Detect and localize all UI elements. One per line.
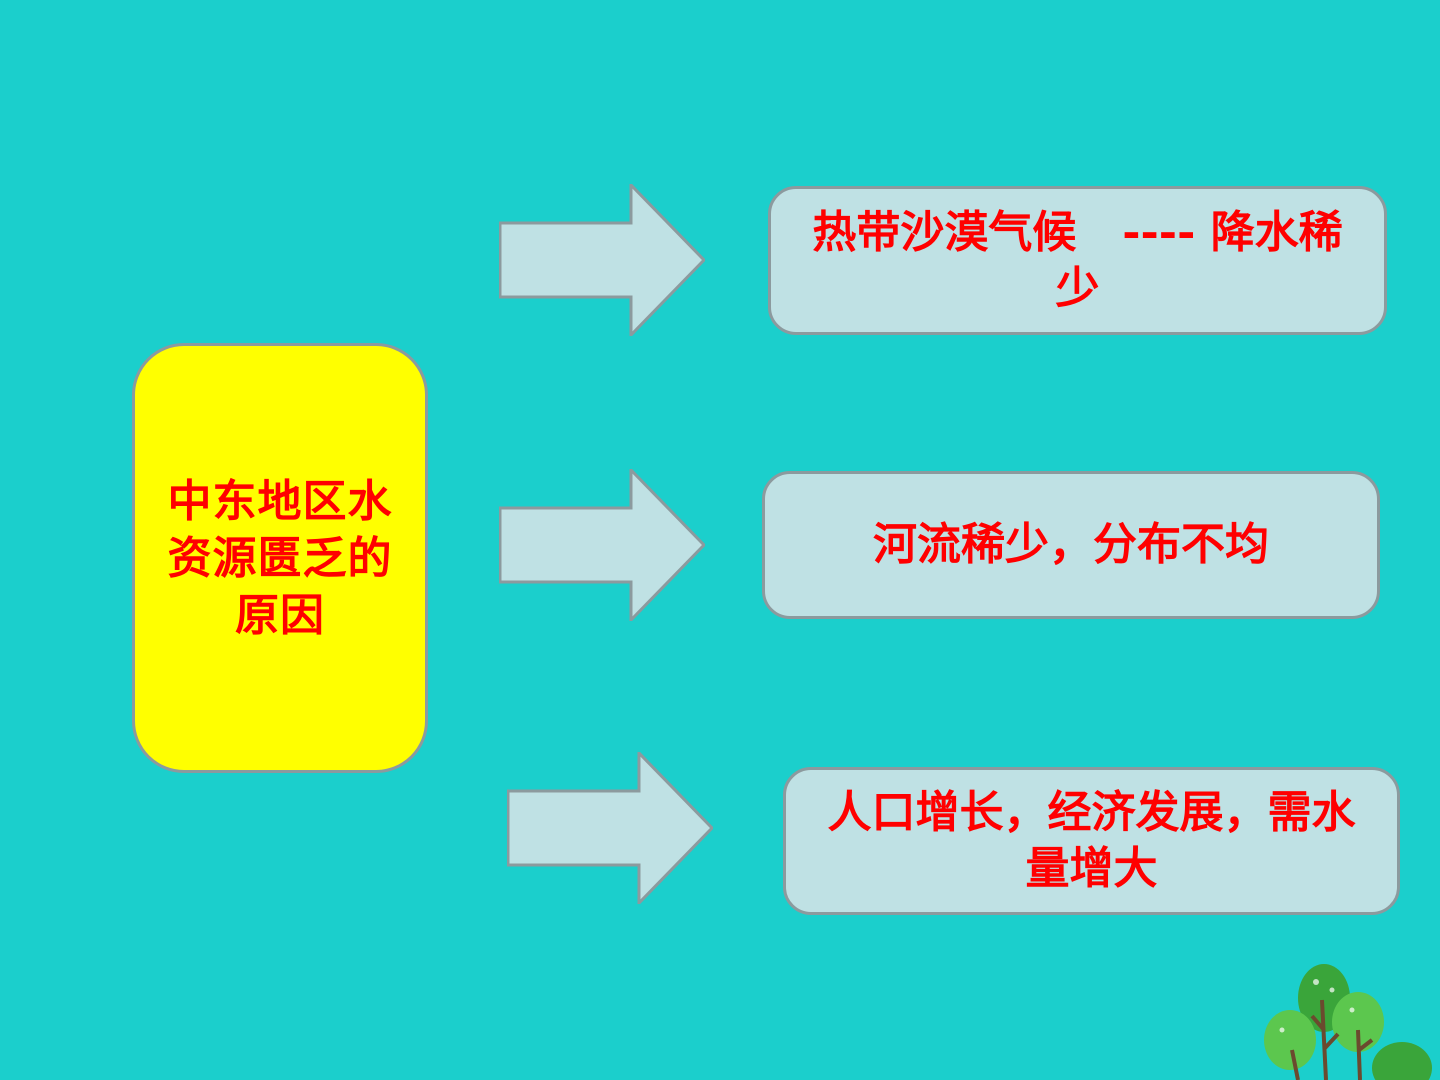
reason-label-rivers: 河流稀少，分布不均	[873, 519, 1269, 570]
reason-box-rivers: 河流稀少，分布不均	[762, 471, 1380, 619]
arrow-to-reason-2	[499, 469, 705, 621]
reason-box-climate: 热带沙漠气候 ---- 降水稀少	[768, 186, 1387, 335]
arrow-to-reason-3	[507, 752, 713, 904]
reason-label-population: 人口增长，经济发展，需水量增大	[827, 787, 1356, 894]
arrow-to-reason-1	[499, 184, 705, 336]
reason-label-climate: 热带沙漠气候 ---- 降水稀少	[812, 206, 1343, 314]
tree-cluster-icon	[1264, 964, 1432, 1080]
reason-box-population: 人口增长，经济发展，需水量增大	[783, 767, 1400, 915]
main-topic-box: 中东地区水资源匮乏的原因	[132, 343, 428, 773]
main-topic-label: 中东地区水资源匮乏的原因	[167, 475, 393, 641]
